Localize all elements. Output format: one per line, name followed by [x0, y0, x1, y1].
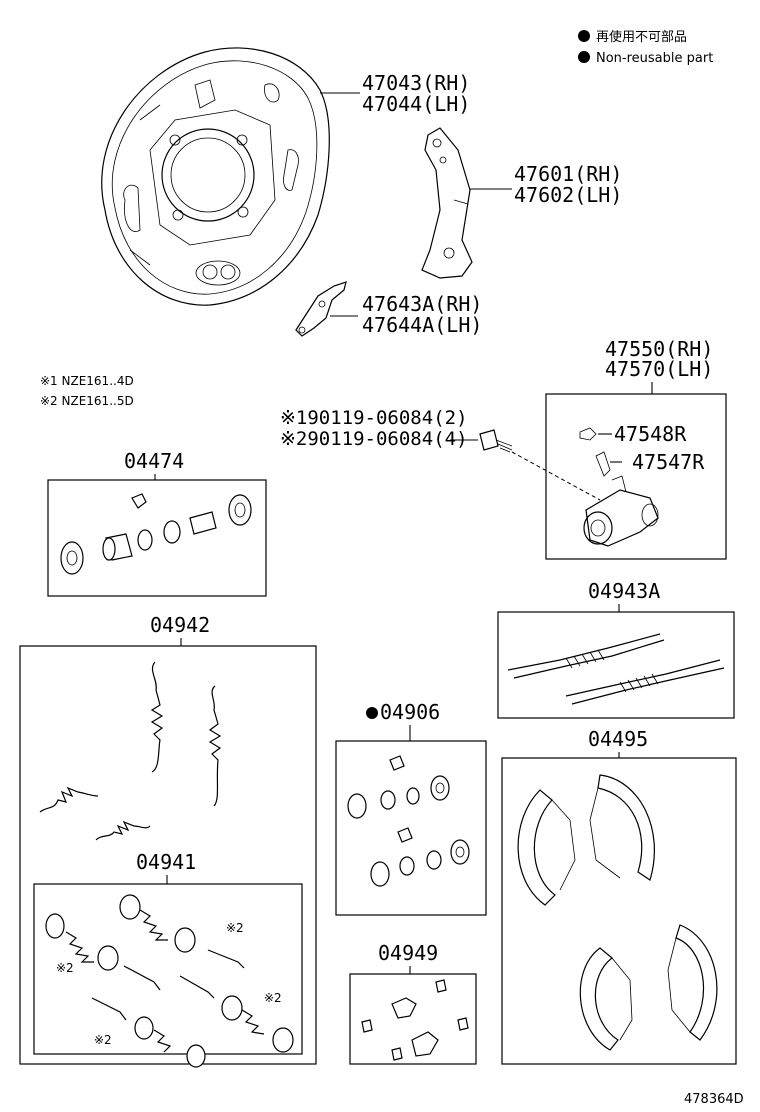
part-number-04942: 04942 — [150, 613, 210, 637]
assembly-line — [511, 451, 601, 501]
parking-lever-illustration — [421, 127, 473, 279]
hold-down-kit-box — [33, 883, 303, 1055]
spring-kit-illustration — [39, 661, 222, 841]
diagram-id: 478364D — [684, 1092, 744, 1107]
part-number-47550: 47550(RH) — [605, 337, 713, 361]
note-2: ※2 NZE161..5D — [40, 394, 134, 408]
part-number-04943a: 04943A — [588, 579, 660, 603]
part-number-47044: 47044(LH) — [362, 92, 470, 116]
callout-mark-2: ※2 — [94, 1033, 112, 1047]
wheel-cylinder-box — [545, 393, 727, 560]
backing-plate-illustration — [101, 47, 330, 306]
part-number-47043: 47043(RH) — [362, 71, 470, 95]
non-reusable-marker-icon — [366, 707, 378, 719]
repair-kit-box — [335, 740, 487, 916]
part-number-bolt-2: ※290119-06084(4) — [280, 428, 468, 450]
part-number-47570: 47570(LH) — [605, 357, 713, 381]
brake-shoe-illustration — [517, 774, 718, 1051]
part-number-04495: 04495 — [588, 727, 648, 751]
adjuster-kit-illustration — [507, 633, 725, 705]
legend-label-en: Non-reusable part — [596, 51, 713, 66]
part-number-04941: 04941 — [136, 850, 196, 874]
shoe-kit-box — [501, 757, 737, 1065]
adjuster-kit-box — [497, 611, 735, 719]
note-1: ※1 NZE161..4D — [40, 374, 134, 388]
cylinder-kit-illustration — [60, 493, 252, 575]
part-number-47643a: 47643A(RH) — [362, 292, 482, 316]
non-reusable-marker-icon — [578, 51, 590, 63]
bolt-illustration — [479, 429, 513, 453]
non-reusable-marker-icon — [578, 30, 590, 42]
legend: 再使用不可部品 Non-reusable part — [578, 29, 713, 66]
legend-label-jp: 再使用不可部品 — [596, 29, 687, 45]
part-number-04474: 04474 — [124, 449, 184, 473]
part-number-47547r: 47547R — [632, 450, 705, 474]
callout-mark-2: ※2 — [56, 961, 74, 975]
hold-down-kit-illustration — [45, 894, 294, 1068]
part-number-bolt-1: ※190119-06084(2) — [280, 407, 468, 429]
small-kit-illustration — [361, 979, 469, 1061]
part-number-47548r: 47548R — [614, 422, 687, 446]
small-kit-box — [349, 973, 477, 1065]
callout-mark-2: ※2 — [264, 991, 282, 1005]
repair-kit-illustration — [347, 755, 470, 887]
part-number-47602: 47602(LH) — [514, 183, 622, 207]
cylinder-kit-box — [47, 479, 267, 597]
wheel-cylinder-illustration — [579, 427, 659, 547]
adjusting-lever-illustration — [295, 281, 347, 337]
part-number-04949: 04949 — [378, 941, 438, 965]
part-number-04906: 04906 — [380, 700, 440, 724]
part-number-47644a: 47644A(LH) — [362, 313, 482, 337]
part-number-47601: 47601(RH) — [514, 162, 622, 186]
spring-kit-box — [19, 645, 317, 1065]
callout-mark-2: ※2 — [226, 921, 244, 935]
